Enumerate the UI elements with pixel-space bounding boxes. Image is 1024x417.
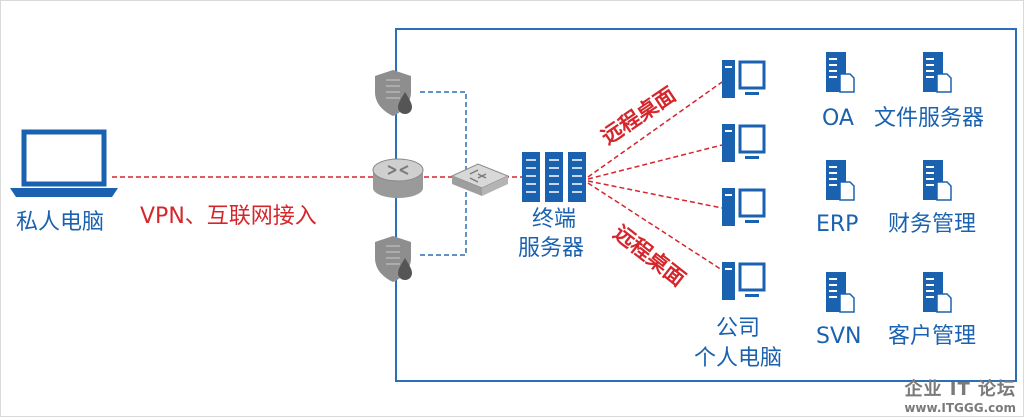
personal-pc-label: 私人电脑 — [16, 210, 105, 235]
service-label-oa: OA — [822, 106, 854, 131]
service-label-erp: ERP — [816, 212, 859, 237]
server-document-icon — [826, 160, 855, 201]
server-document-icon — [826, 52, 855, 93]
remote-link-2 — [587, 144, 723, 180]
server-document-icon — [923, 272, 952, 313]
company-pc-label-line1: 公司 — [716, 316, 761, 341]
switch-icon — [450, 163, 510, 196]
terminal-server-label-line1: 终端 — [532, 207, 577, 232]
desktop-pc-icon — [722, 124, 766, 162]
server-rack-icon — [522, 152, 586, 202]
remote-link-4 — [587, 182, 723, 271]
server-document-icon — [923, 160, 952, 201]
desktop-pc-icon — [722, 188, 766, 226]
watermark: 企业 IT 论坛 www.ITGGG.com — [904, 375, 1016, 415]
company-pc-label-line2: 个人电脑 — [694, 346, 783, 371]
laptop-icon — [10, 129, 118, 197]
watermark-title: 企业 IT 论坛 — [904, 379, 1016, 400]
vpn-access-label: VPN、互联网接入 — [140, 204, 317, 229]
desktop-pc-icon — [722, 262, 766, 300]
terminal-server-label-line2: 服务器 — [518, 236, 585, 261]
firewall-link-bottom — [420, 188, 467, 256]
shield-icon — [375, 70, 412, 116]
service-label-customer: 客户管理 — [888, 324, 977, 349]
corporate-network-boundary — [395, 28, 1017, 382]
router-icon — [372, 158, 424, 198]
firewall-link-top — [420, 91, 467, 175]
watermark-url: www.ITGGG.com — [904, 401, 1016, 415]
remote-link-3 — [587, 180, 723, 209]
service-label-svn: SVN — [816, 324, 862, 349]
shield-icon — [375, 236, 412, 282]
service-label-file-server: 文件服务器 — [874, 106, 985, 131]
remote-link-1 — [587, 81, 723, 178]
desktop-pc-icon — [722, 60, 766, 98]
server-document-icon — [826, 272, 855, 313]
service-label-finance: 财务管理 — [888, 212, 977, 237]
server-document-icon — [923, 52, 952, 93]
